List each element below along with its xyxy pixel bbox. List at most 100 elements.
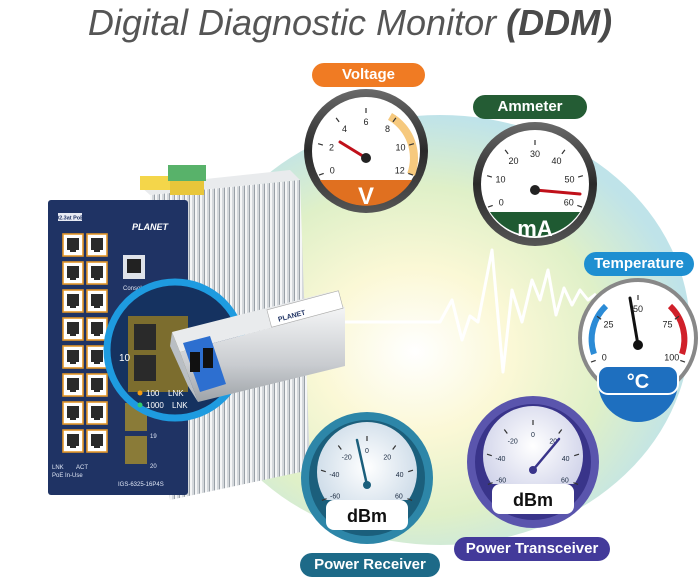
switch-brand: PLANET [132, 222, 170, 232]
temperature-unit: °C [627, 371, 649, 393]
gauge-tick-mark [407, 498, 413, 501]
legend-lnk: LNK [52, 465, 64, 471]
gauge-tick-label: 6 [363, 117, 368, 127]
gauge-tick-label: -40 [495, 456, 505, 463]
console-label: Console [123, 286, 146, 292]
gauge-tick-label: 40 [396, 472, 404, 479]
gauge-tick-label: 10 [395, 143, 405, 153]
gauge-tick-label: 0 [499, 197, 504, 207]
gauge-tick-mark [674, 315, 680, 320]
receiver-unit: dBm [347, 506, 387, 526]
power-receiver-label: Power Receiver [300, 553, 440, 577]
transceiver-needle [531, 437, 561, 472]
status-100: 100 [146, 389, 160, 398]
gauge-tick-label: 0 [531, 432, 535, 439]
gauge-tick-label: 0 [602, 352, 607, 362]
temperature-gauge: 0 25 50 75 100 °C [578, 278, 698, 422]
gauge-tick-label: 50 [564, 175, 574, 185]
switch-model: IGS-6325-16P4S [118, 482, 164, 488]
gauge-tick-mark [321, 498, 327, 501]
svg-text:20: 20 [150, 464, 157, 470]
gauge-tick-label: -60 [496, 478, 506, 485]
gauge-tick-label: 2 [329, 143, 334, 153]
gauge-tick-mark [486, 175, 493, 178]
gauge-tick-mark [335, 117, 340, 123]
gauge-tick-mark [320, 469, 326, 473]
gauge-tick-label: -20 [342, 455, 352, 462]
sfp-cage [125, 436, 147, 464]
gauge-tick-mark [486, 453, 492, 457]
gauge-tick-label: 60 [564, 197, 574, 207]
gauge-tick-mark [408, 143, 415, 146]
rj45-port-array [62, 233, 108, 453]
signal-waveform [300, 248, 597, 374]
gauge-tick-label: 20 [508, 156, 518, 166]
voltage-needle [338, 140, 368, 160]
gauge-tick-mark [317, 143, 324, 146]
page-title: Digital Diagnostic Monitor (DDM) [0, 2, 700, 44]
gauge-tick-label: 75 [662, 319, 672, 329]
power-receiver-gauge: -60 -40 -20 0 20 40 60 dBm [301, 412, 433, 544]
lnk-label: LNK [168, 389, 184, 398]
gauge-tick-mark [318, 172, 324, 176]
gauge-tick-mark [487, 482, 493, 485]
gauge-tick-label: 30 [530, 149, 540, 159]
gauge-tick-label: 0 [330, 165, 335, 175]
port-label-10: 10 [119, 353, 131, 364]
legend-poe: PoE In-Use [52, 473, 83, 479]
title-bold: (DDM) [506, 2, 613, 43]
status-1000: 1000 [146, 401, 164, 410]
gauge-tick-mark [487, 204, 493, 208]
voltage-unit: V [358, 183, 374, 210]
legend-act: ACT [76, 465, 88, 471]
temperature-label: Temperature [584, 252, 694, 276]
gauge-tick-mark [573, 482, 579, 485]
svg-text:19: 19 [150, 434, 157, 440]
gauge-tick-mark [680, 359, 686, 363]
gauge-tick-label: 20 [549, 439, 557, 446]
voltage-gauge: 0 24 6 8 10 12 V [304, 89, 428, 213]
gauge-tick-mark [577, 175, 584, 178]
gauge-tick-label: 0 [365, 448, 369, 455]
dio-terminal [168, 165, 206, 181]
svg-text:LNK: LNK [172, 401, 188, 410]
gauge-tick-mark [337, 445, 342, 450]
gauge-tick-mark [596, 315, 602, 320]
gauge-tick-label: -20 [508, 439, 518, 446]
gauge-tick-mark [590, 359, 596, 363]
receiver-needle [355, 438, 369, 487]
gauge-tick-mark [503, 429, 508, 434]
power-transceiver-label: Power Transceiver [454, 537, 610, 561]
gauge-tick-mark [561, 149, 566, 155]
gauge-tick-label: 100 [664, 352, 679, 362]
power-transceiver-gauge: -60 -40 -20 0 20 40 60 dBm [467, 396, 599, 528]
gauge-tick-mark [392, 117, 397, 123]
gauge-tick-mark [574, 453, 580, 457]
gauge-tick-label: 25 [603, 319, 613, 329]
gauge-tick-label: 60 [395, 494, 403, 501]
gauge-tick-label: 40 [551, 156, 561, 166]
gauge-tick-mark [558, 429, 563, 434]
poe-label: 802.3at PoE+ [53, 216, 87, 222]
gauge-tick-label: 50 [633, 304, 643, 314]
gauge-tick-label: 4 [342, 124, 347, 134]
sfp-transceiver-module: PLANET [170, 290, 345, 402]
gauge-tick-mark [577, 204, 583, 208]
gauge-tick-mark [408, 172, 414, 176]
ammeter-unit: mA [517, 216, 553, 241]
gauge-tick-label: 20 [383, 455, 391, 462]
title-text: Digital Diagnostic Monitor [87, 2, 497, 43]
gauge-tick-label: 12 [395, 165, 405, 175]
gauge-tick-mark [408, 469, 414, 473]
gauge-tick-label: -40 [329, 472, 339, 479]
gauge-tick-label: 40 [562, 456, 570, 463]
gauge-tick-mark [392, 445, 397, 450]
voltage-label: Voltage [312, 63, 425, 87]
ammeter-needle [533, 188, 582, 196]
gauge-tick-label: 8 [385, 124, 390, 134]
transceiver-unit: dBm [513, 490, 553, 510]
gauge-tick-label: 60 [561, 478, 569, 485]
gauge-tick-label: -60 [330, 494, 340, 501]
